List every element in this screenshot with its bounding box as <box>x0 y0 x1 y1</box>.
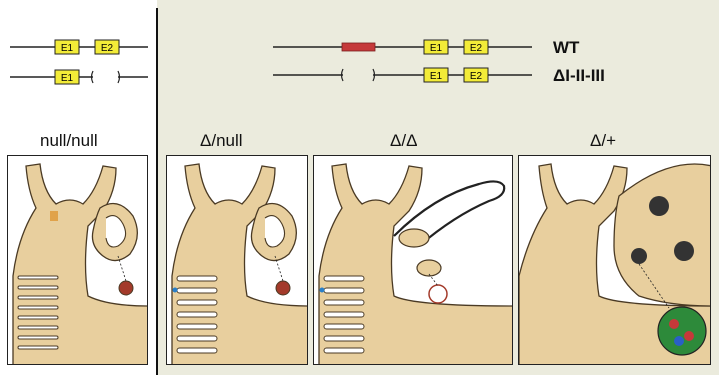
enhancer-region <box>342 43 375 51</box>
left-bottom-locus: E1 <box>10 70 148 84</box>
delta-delta-illustration <box>314 156 513 365</box>
panel-delta-plus <box>518 155 711 365</box>
tissue-delta-delta <box>319 164 513 365</box>
wt-e1: E1 <box>430 43 443 54</box>
panel-title-delta-plus: Δ/+ <box>590 131 616 151</box>
left-bottom-e1: E1 <box>61 73 74 84</box>
delta-label: ΔI-II-III <box>553 66 605 86</box>
panel-delta-delta <box>313 155 513 365</box>
wt-e2: E2 <box>470 43 483 54</box>
tissue-null-null <box>13 164 148 365</box>
wt-label: WT <box>553 38 579 58</box>
delta-plus-illustration <box>519 156 711 365</box>
left-top-e2: E2 <box>101 43 114 54</box>
delta-e1: E1 <box>430 71 443 82</box>
panel-title-delta-null: Δ/null <box>200 131 243 151</box>
gland-delta-plus <box>614 164 711 306</box>
left-gene-diagram: E1 E2 E1 <box>0 30 157 90</box>
right-gene-diagram: E1 E2 E1 E2 <box>270 30 550 90</box>
delta-e2: E2 <box>470 71 483 82</box>
left-top-locus: E1 E2 <box>10 40 148 54</box>
panel-title-null-null: null/null <box>40 131 98 151</box>
null-null-illustration <box>8 156 148 365</box>
delta-locus: E1 E2 <box>273 68 532 82</box>
delta-null-illustration <box>167 156 308 365</box>
panel-delta-null <box>166 155 308 365</box>
wt-locus: E1 E2 <box>273 40 532 54</box>
panel-null-null <box>7 155 148 365</box>
left-top-e1: E1 <box>61 43 74 54</box>
tissue-delta-null <box>172 164 308 365</box>
panel-title-delta-delta: Δ/Δ <box>390 131 417 151</box>
